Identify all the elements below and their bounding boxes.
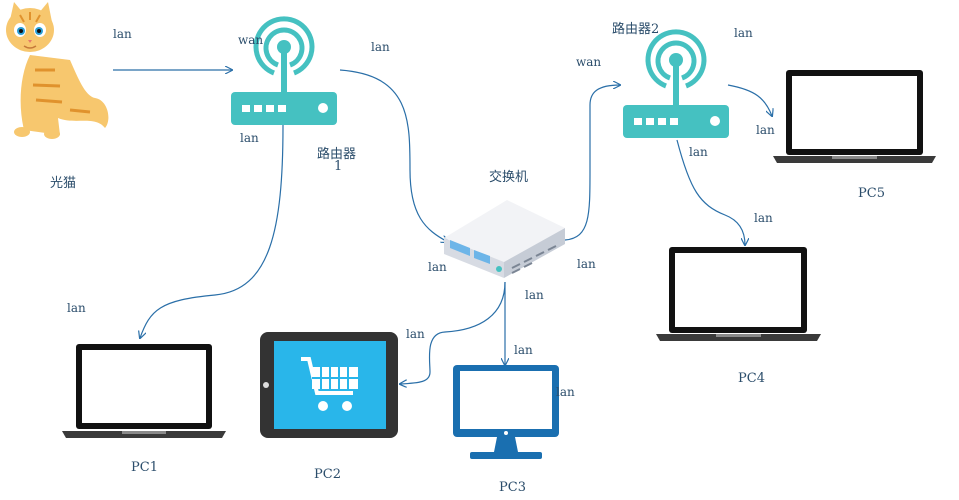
router1-label-line1: 路由器: [317, 147, 357, 162]
link-label-router2-lan-down: lan: [689, 145, 708, 159]
link-router2-pc5: [727, 84, 772, 116]
link-router2-pc4: [676, 139, 745, 245]
pc1-laptop-icon: [62, 344, 226, 438]
router2-icon: [623, 29, 729, 138]
link-label-pc1-lan: lan: [67, 301, 86, 315]
link-switch-router2: [564, 85, 620, 241]
router1-label-line2: 1: [334, 159, 343, 174]
link-router1-pc1: [140, 124, 284, 338]
switch-label: 交换机: [489, 170, 529, 185]
link-label-switch-lan-right: lan: [577, 257, 596, 271]
link-label-pc4-lan: lan: [754, 211, 773, 225]
pc2-tablet-icon: [260, 332, 398, 438]
switch-icon: [444, 200, 565, 278]
link-router1-switch: [339, 69, 448, 242]
link-label-pc2-lan: lan: [406, 327, 425, 341]
pc1-label: PC1: [131, 460, 158, 475]
link-label-router2-wan: wan: [576, 55, 602, 69]
modem-label: 光猫: [50, 176, 77, 191]
link-label-router1-wan: wan: [238, 33, 264, 47]
modem-cat-icon: [6, 2, 109, 139]
link-label-router2-lan-top: lan: [734, 26, 753, 40]
link-label-router2-lan-right: lan: [756, 123, 775, 137]
pc5-label: PC5: [858, 186, 885, 201]
pc3-monitor-icon: [453, 365, 559, 459]
link-label-modem-lan: lan: [113, 27, 132, 41]
pc4-label: PC4: [738, 371, 765, 386]
pc5-laptop-icon: [773, 70, 936, 163]
link-label-pc3-lan-a: lan: [514, 343, 533, 357]
pc4-laptop-icon: [656, 247, 821, 341]
router1-icon: [231, 16, 337, 125]
pc3-label: PC3: [499, 480, 526, 495]
pc2-label: PC2: [314, 467, 341, 482]
link-label-switch-lan-down: lan: [525, 288, 544, 302]
link-label-router1-lan-up: lan: [371, 40, 390, 54]
router2-label: 路由器2: [612, 22, 660, 37]
link-label-switch-lan-left: lan: [428, 260, 447, 274]
link-label-pc3-lan-b: lan: [556, 385, 575, 399]
link-label-router1-lan-down: lan: [240, 131, 259, 145]
link-switch-pc2: [400, 281, 506, 384]
cart-icon: [301, 357, 358, 411]
